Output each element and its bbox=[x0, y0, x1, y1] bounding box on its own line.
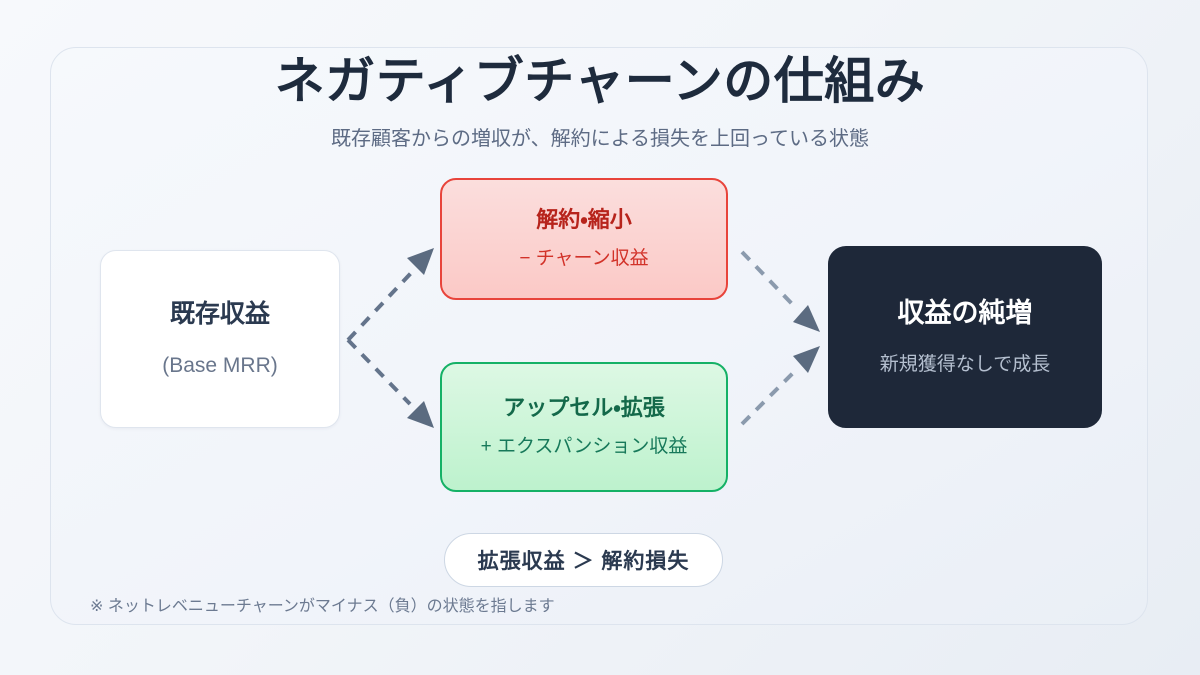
footnote-text: ※ ネットレベニューチャーンがマイナス（負）の状態を指します bbox=[90, 598, 555, 615]
node-churn-contraction-title: 解約・縮小 bbox=[536, 206, 632, 232]
node-churn-contraction-subtitle: − チャーン収益 bbox=[519, 248, 649, 270]
node-net-revenue-growth-title: 収益の純増 bbox=[897, 297, 1033, 328]
node-base-revenue-subtitle: (Base MRR) bbox=[162, 353, 278, 377]
page-title: ネガティブチャーンの仕組み bbox=[274, 53, 926, 109]
node-upsell-expansion[interactable]: アップセル・拡張 + エクスパンション収益 bbox=[440, 362, 728, 492]
node-churn-contraction[interactable]: 解約・縮小 − チャーン収益 bbox=[440, 178, 728, 300]
node-upsell-expansion-title: アップセル・拡張 bbox=[503, 394, 665, 420]
node-net-revenue-growth[interactable]: 収益の純増 新規獲得なしで成長 bbox=[828, 246, 1102, 428]
node-upsell-expansion-subtitle: + エクスパンション収益 bbox=[480, 436, 688, 458]
node-base-revenue[interactable]: 既存収益 (Base MRR) bbox=[100, 250, 340, 428]
conclusion-badge: 拡張収益 ＞ 解約損失 bbox=[444, 533, 723, 587]
node-base-revenue-title: 既存収益 bbox=[169, 299, 270, 328]
page-subtitle: 既存顧客からの増収が、解約による損失を上回っている状態 bbox=[331, 128, 869, 150]
node-net-revenue-growth-subtitle: 新規獲得なしで成長 bbox=[879, 353, 1051, 375]
